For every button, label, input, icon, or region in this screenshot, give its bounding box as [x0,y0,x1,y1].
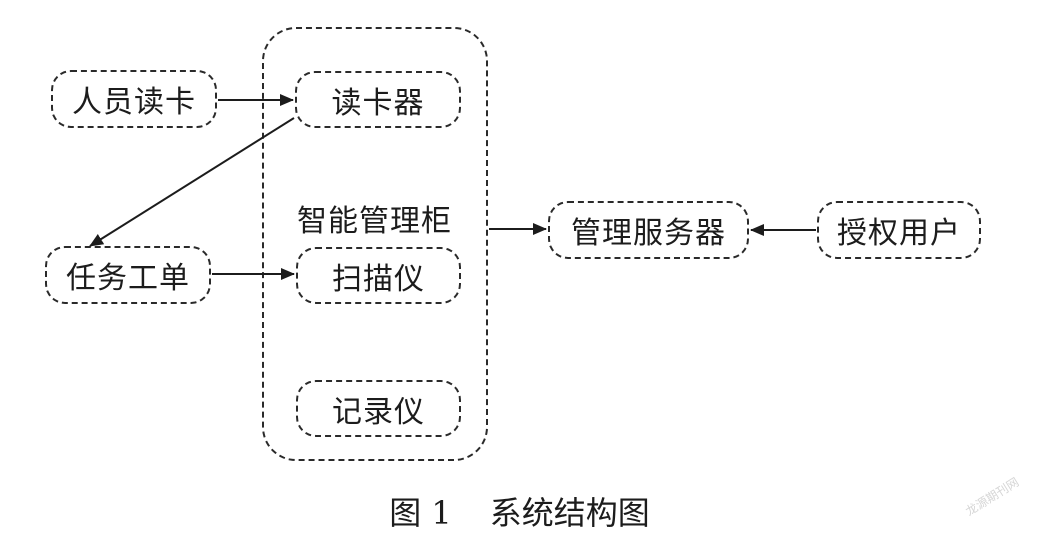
task-order-node: 任务工单 [45,246,211,304]
management-server-node: 管理服务器 [548,201,749,259]
figure-title: 系统结构图 [489,494,650,532]
arrow-card-reader-to-task-order [89,117,295,247]
smart-cabinet-label: 智能管理柜 [297,204,452,239]
figure-caption: 图 1 系统结构图 [0,488,1039,534]
figure-number: 图 1 [389,494,452,532]
card-reader-node: 读卡器 [295,71,461,128]
smart-cabinet-container [262,27,488,461]
authorized-user-node: 授权用户 [817,201,981,259]
recorder-node: 记录仪 [296,380,461,437]
scanner-node: 扫描仪 [296,247,461,304]
personnel-card-node: 人员读卡 [51,70,217,128]
